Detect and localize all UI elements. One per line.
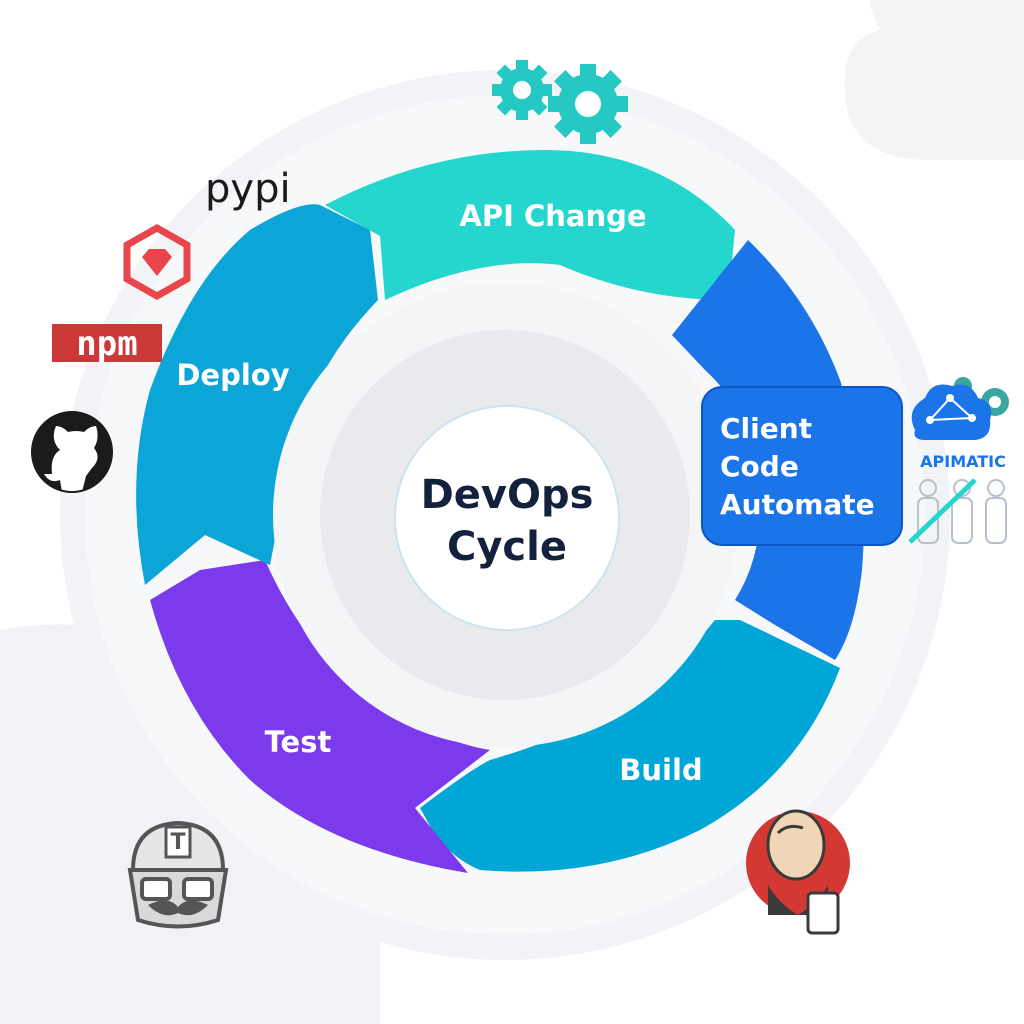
rubygems-logo — [123, 223, 191, 301]
jenkins-logo — [746, 809, 850, 935]
cycle-ring — [136, 150, 864, 873]
segment-build[interactable] — [420, 620, 840, 872]
pypi-logo: pypi — [205, 166, 291, 212]
label-build: Build — [619, 753, 702, 787]
travis-logo: T — [127, 820, 229, 929]
segment-test[interactable] — [150, 560, 490, 873]
label-client-line2: Code — [720, 450, 799, 483]
label-test: Test — [265, 725, 332, 759]
client-code-box[interactable] — [701, 386, 903, 546]
gears-icon — [492, 60, 628, 144]
segment-api-change[interactable] — [325, 150, 735, 300]
label-client-line1: Client — [720, 412, 812, 445]
apimatic-logo: APIMATIC — [908, 377, 1009, 544]
label-api-change: API Change — [459, 199, 646, 233]
label-client-line3: Automate — [720, 488, 875, 521]
center-title-line1: DevOps — [421, 472, 594, 518]
center-circle — [394, 405, 620, 631]
apimatic-text: APIMATIC — [920, 452, 1006, 471]
segment-deploy[interactable] — [136, 204, 378, 585]
travis-letter: T — [170, 830, 185, 855]
npm-logo: npm — [52, 324, 162, 364]
github-logo — [31, 411, 113, 493]
label-deploy: Deploy — [176, 358, 289, 392]
background-blob-top-right — [844, 0, 1024, 160]
center-title-line2: Cycle — [447, 524, 567, 570]
npm-logo-text: npm — [76, 324, 137, 364]
